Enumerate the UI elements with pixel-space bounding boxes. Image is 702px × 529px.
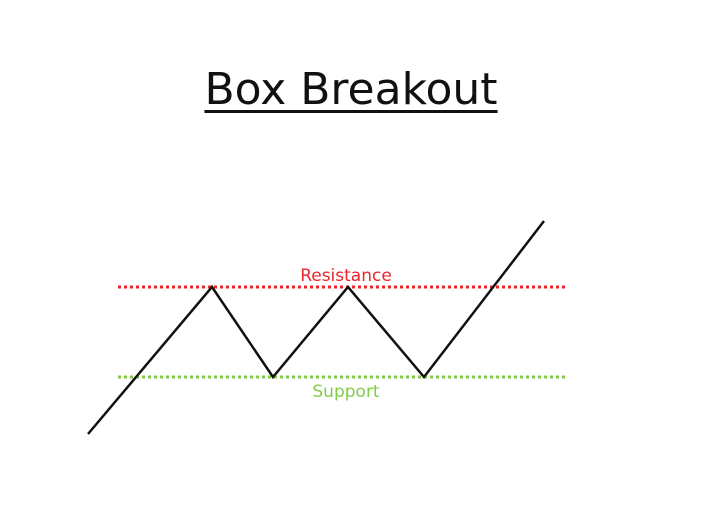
- price-path: [87, 220, 545, 435]
- support-label: Support: [312, 382, 380, 402]
- resistance-label: Resistance: [300, 266, 392, 286]
- diagram-title: Box Breakout: [204, 64, 498, 115]
